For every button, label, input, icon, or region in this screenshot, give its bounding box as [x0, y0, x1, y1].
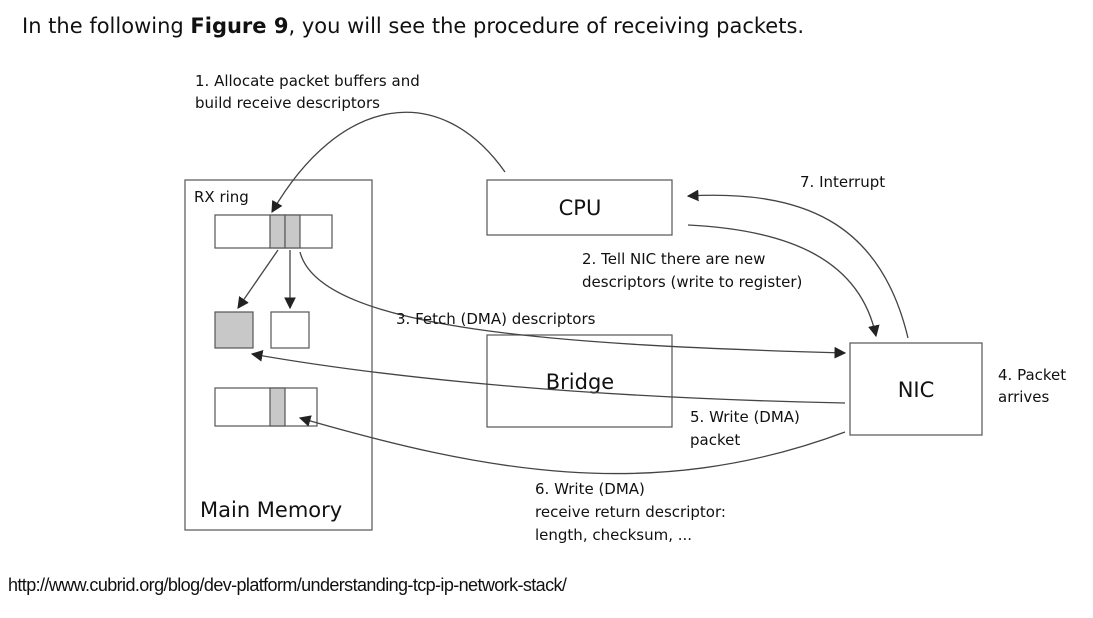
rx-ring-slot: [284, 214, 301, 249]
packet-buffer-empty: [270, 311, 310, 349]
rx-ring-label: RX ring: [194, 188, 249, 206]
step1-line: build receive descriptors: [195, 94, 380, 112]
cpu-box: [486, 179, 673, 236]
step1-label: 1. Allocate packet buffers and build rec…: [195, 72, 425, 112]
source-url: http://www.cubrid.org/blog/dev-platform/…: [8, 575, 567, 595]
step2-line: 2. Tell NIC there are new: [582, 250, 765, 268]
step5-label: 5. Write (DMA) packet: [690, 408, 805, 449]
return-descriptor-ring: [214, 387, 318, 427]
packet-buffer-filled: [214, 311, 254, 349]
step4-label: 4. Packet arrives: [998, 366, 1071, 406]
intro-after: , you will see the procedure of receivin…: [288, 14, 805, 38]
return-descriptor-slot: [269, 387, 286, 427]
nic-box: [849, 342, 983, 436]
step2-label: 2. Tell NIC there are new descriptors (w…: [582, 250, 802, 291]
arrow-step5: [250, 350, 846, 404]
step6-line: 6. Write (DMA): [535, 480, 645, 498]
step4-line: 4. Packet: [998, 366, 1066, 384]
intro-before: In the following: [22, 14, 191, 38]
figure-ref: Figure 9: [190, 14, 289, 38]
step4-line: arrives: [998, 388, 1050, 406]
nic-label: NIC: [898, 378, 935, 402]
step6-line: length, checksum, ...: [535, 526, 692, 544]
step3-label: 3. Fetch (DMA) descriptors: [396, 310, 596, 328]
step6-label: 6. Write (DMA) receive return descriptor…: [535, 480, 731, 544]
step5-line: 5. Write (DMA): [690, 408, 800, 426]
bridge-box: [486, 334, 673, 428]
step3-line: 3. Fetch (DMA) descriptors: [396, 310, 596, 328]
arrow-ring-to-buffer: [237, 249, 279, 309]
step6-line: receive return descriptor:: [535, 503, 726, 521]
arrow-step6: [298, 415, 846, 475]
rx-ring-slot: [269, 214, 286, 249]
arrow-step3: [299, 251, 847, 359]
arrow-step7: [686, 189, 909, 339]
step2-line: descriptors (write to register): [582, 273, 802, 291]
intro-text: In the following Figure 9, you will see …: [22, 14, 804, 38]
main-memory-label: Main Memory: [200, 498, 342, 522]
step5-line: packet: [690, 431, 740, 449]
step7-label: 7. Interrupt: [800, 173, 885, 191]
arrow-step2: [687, 224, 880, 338]
step7-line: 7. Interrupt: [800, 173, 885, 191]
cpu-label: CPU: [559, 196, 602, 220]
arrow-step1: [271, 111, 506, 214]
step1-line: 1. Allocate packet buffers and: [195, 72, 420, 90]
